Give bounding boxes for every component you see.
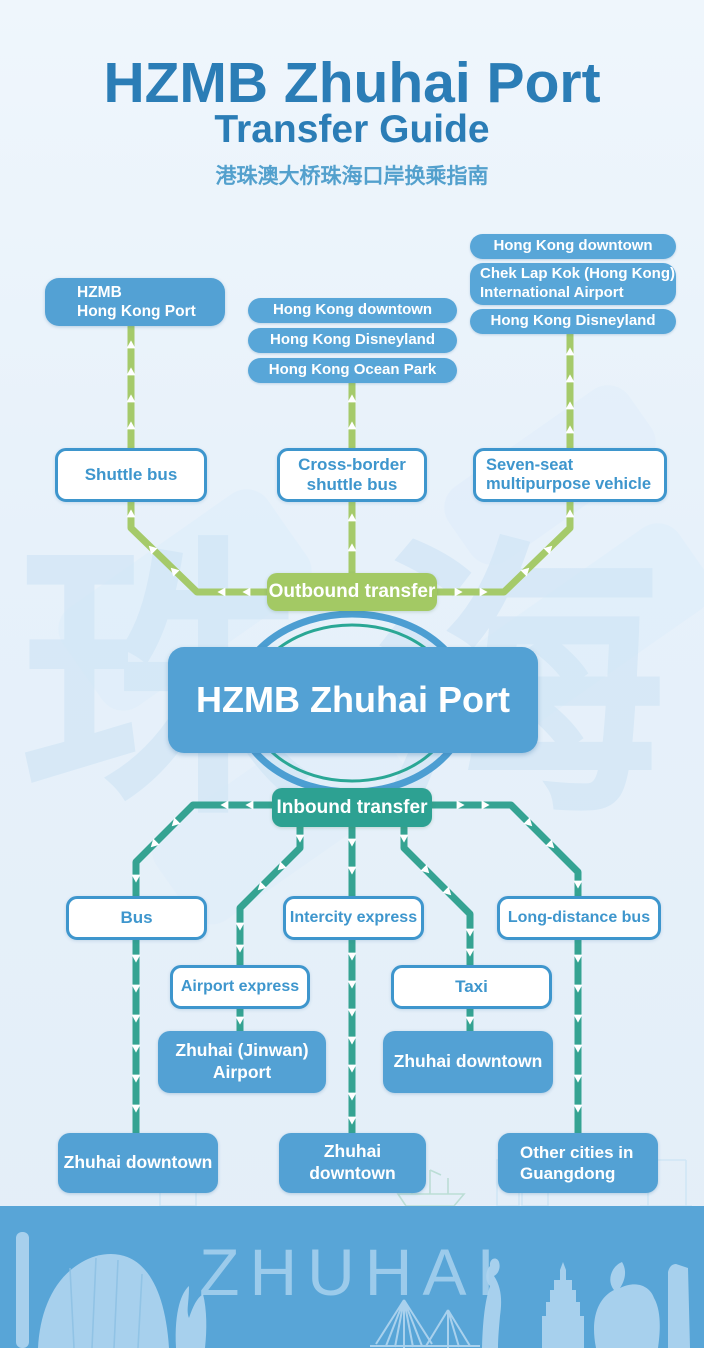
pagoda-tower-icon: [542, 1262, 584, 1348]
mode-airport-express: Airport express: [170, 965, 310, 1009]
page-subtitle-chinese: 港珠澳大桥珠海口岸换乘指南: [215, 165, 489, 188]
fisher-girl-statue-icon: [482, 1258, 502, 1348]
node-mid-hong-kong-disneyland: Hong Kong Disneyland: [248, 328, 457, 353]
monolith-building-icon: [668, 1264, 690, 1348]
hzmb-zhuhai-port-node: HZMB Zhuhai Port: [168, 647, 538, 753]
mode-seven-seat-mpv: Seven-seat multipurpose vehicle: [473, 448, 667, 502]
city-name: ZHUHAI: [199, 1235, 505, 1309]
node-right-chek-lap-kok-airport: Chek Lap Kok (Hong Kong) International A…: [470, 263, 676, 305]
outbound-transfer-badge: Outbound transfer: [267, 573, 437, 611]
node-hzmb-hong-kong-port: HZMB Hong Kong Port: [45, 278, 225, 326]
node-right-hong-kong-downtown: Hong Kong downtown: [470, 234, 676, 259]
node-mid-hong-kong-downtown: Hong Kong downtown: [248, 298, 457, 323]
twin-shell-icon: [175, 1286, 207, 1348]
dolphin-sculpture-icon: [594, 1262, 660, 1348]
mode-long-distance-bus: Long-distance bus: [497, 896, 661, 940]
mode-intercity-express: Intercity express: [283, 896, 424, 940]
node-zhuhai-downtown-bus: Zhuhai downtown: [58, 1133, 218, 1193]
node-mid-hong-kong-ocean-park: Hong Kong Ocean Park: [248, 358, 457, 383]
mode-shuttle-bus: Shuttle bus: [55, 448, 207, 502]
shell-ridges: [69, 1257, 143, 1348]
node-other-cities-guangdong: Other cities in Guangdong: [498, 1133, 658, 1193]
mode-taxi: Taxi: [391, 965, 552, 1009]
node-zhuhai-jinwan-airport: Zhuhai (Jinwan) Airport: [158, 1031, 326, 1093]
city-banner: ZHUHAI: [0, 1206, 704, 1348]
inbound-transfer-badge: Inbound transfer: [272, 788, 432, 827]
page-subtitle: Transfer Guide: [214, 108, 490, 151]
node-zhuhai-downtown-taxi: Zhuhai downtown: [383, 1031, 553, 1093]
mode-bus: Bus: [66, 896, 207, 940]
opera-house-shell-icon: [38, 1253, 169, 1348]
bridge-icon: [370, 1299, 480, 1348]
tower-icon: [16, 1232, 29, 1348]
mode-cross-border-shuttle-bus: Cross-border shuttle bus: [277, 448, 427, 502]
node-zhuhai-downtown-intercity: Zhuhai downtown: [279, 1133, 426, 1193]
node-right-hong-kong-disneyland: Hong Kong Disneyland: [470, 309, 676, 334]
skyline-graphic: [16, 1232, 690, 1348]
page-title: HZMB Zhuhai Port: [103, 51, 601, 115]
